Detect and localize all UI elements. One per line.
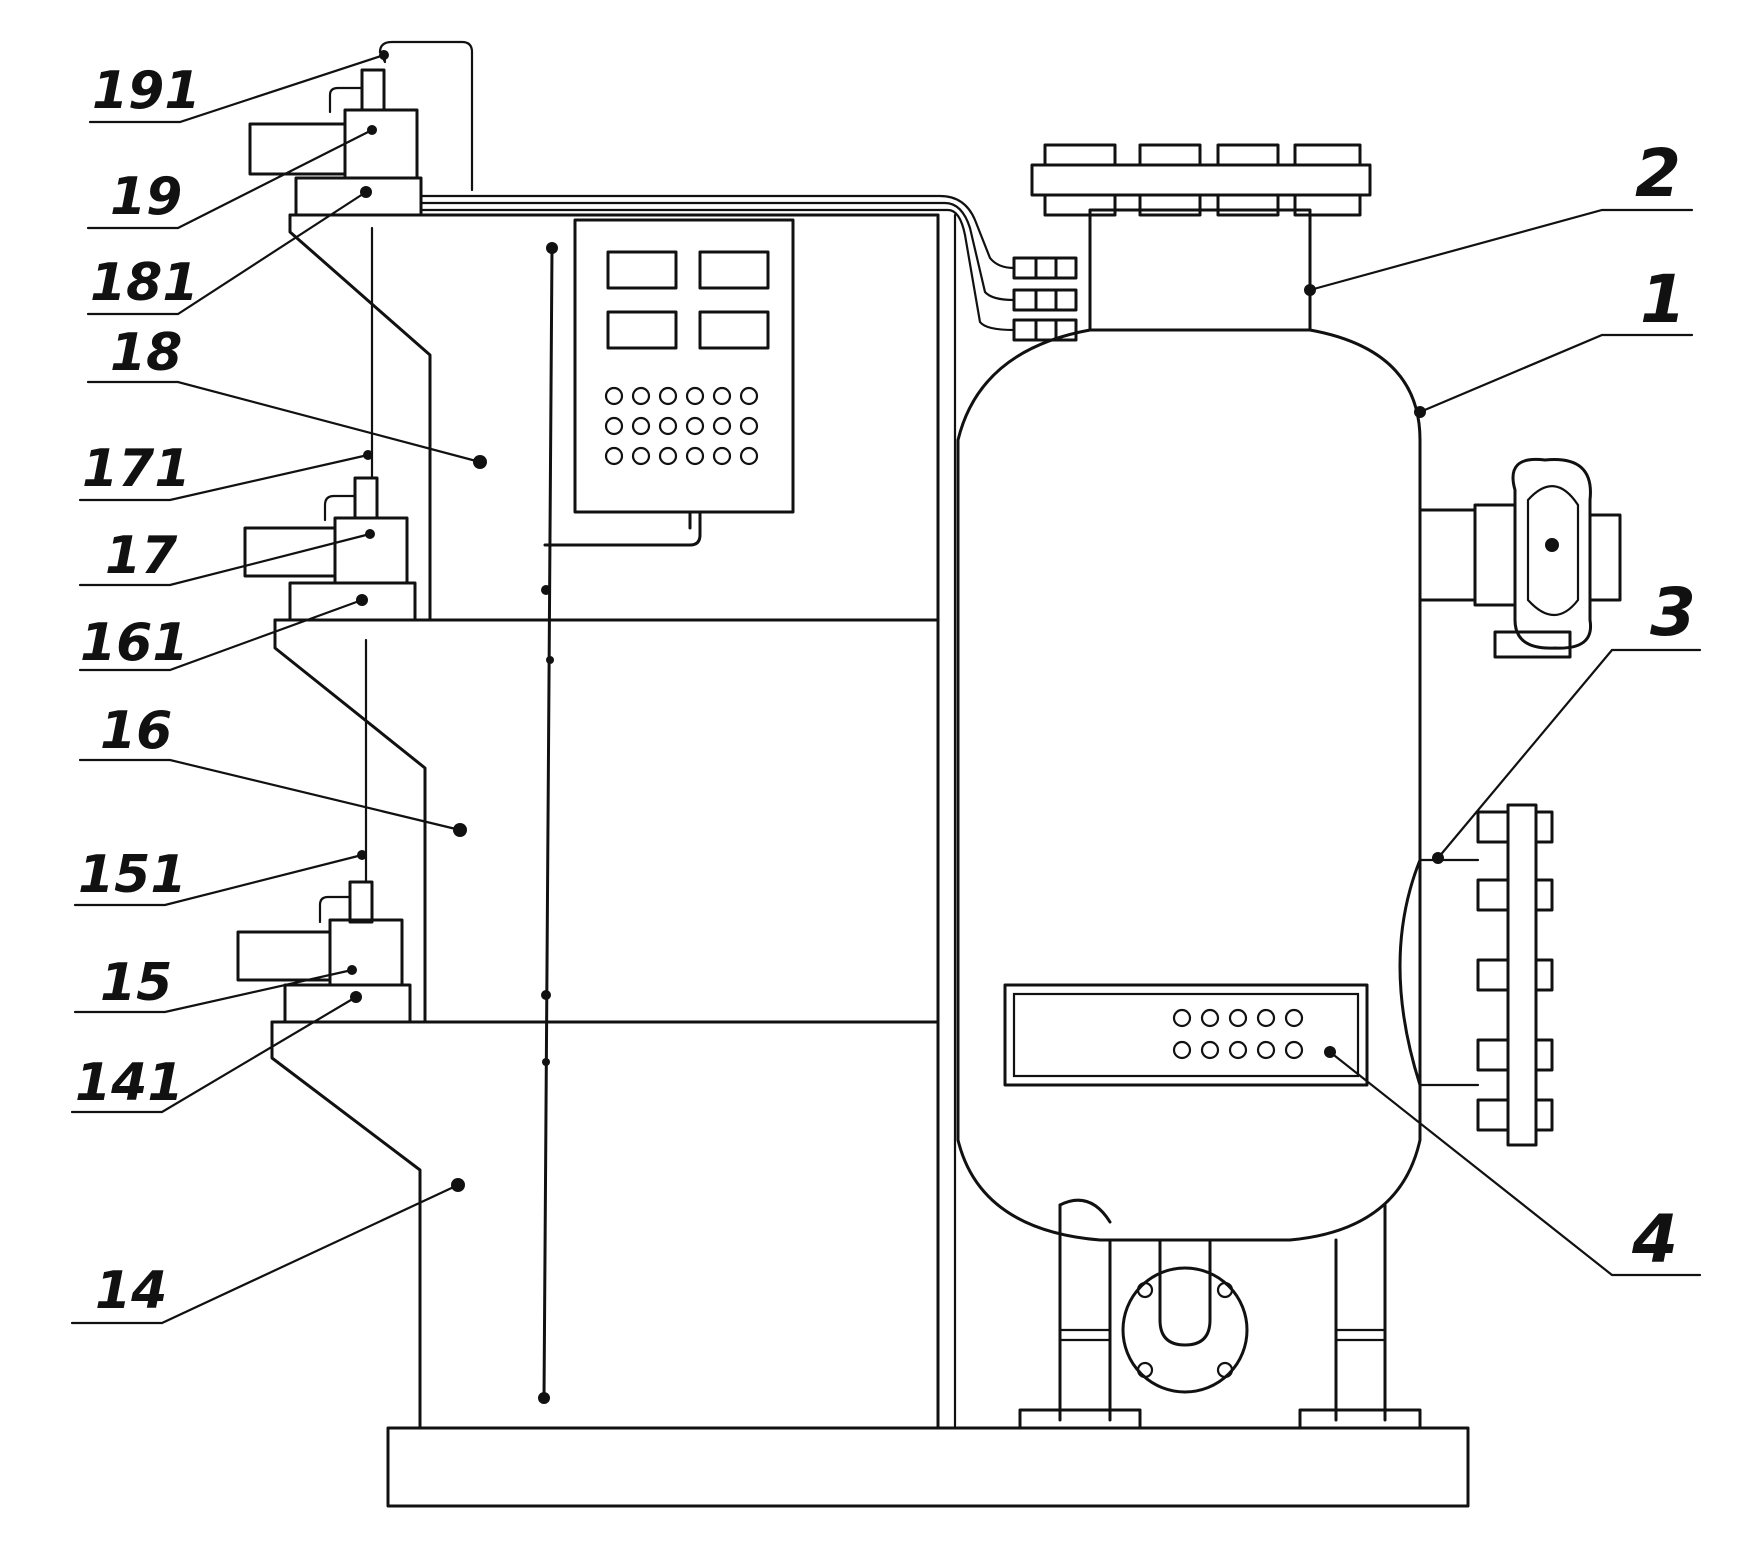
label-161: 161 (80, 613, 189, 673)
base-plate (386, 1426, 1470, 1508)
leader-lines (70, 53, 1702, 1325)
label-151: 151 (78, 845, 187, 905)
label-15: 15 (100, 953, 172, 1013)
label-16: 16 (100, 701, 172, 761)
label-2: 2 (1635, 135, 1681, 212)
main-vessel (956, 143, 1622, 1430)
pump-assembly-middle (243, 226, 417, 622)
label-181: 181 (90, 253, 199, 313)
label-14: 14 (95, 1261, 167, 1321)
label-3: 3 (1650, 574, 1696, 651)
pump-assembly-bottom (236, 638, 412, 1024)
label-19: 19 (110, 167, 182, 227)
label-17: 17 (105, 526, 178, 586)
left-cabinet (270, 213, 957, 1430)
label-18: 18 (110, 323, 182, 383)
reference-labels: 191 19 181 18 171 17 161 16 151 15 141 1… (75, 61, 1696, 1321)
label-191: 191 (92, 61, 201, 121)
label-141: 141 (75, 1053, 184, 1113)
label-171: 171 (82, 439, 191, 499)
control-panel (543, 218, 795, 547)
label-1: 1 (1640, 261, 1686, 338)
label-4: 4 (1631, 1201, 1678, 1278)
